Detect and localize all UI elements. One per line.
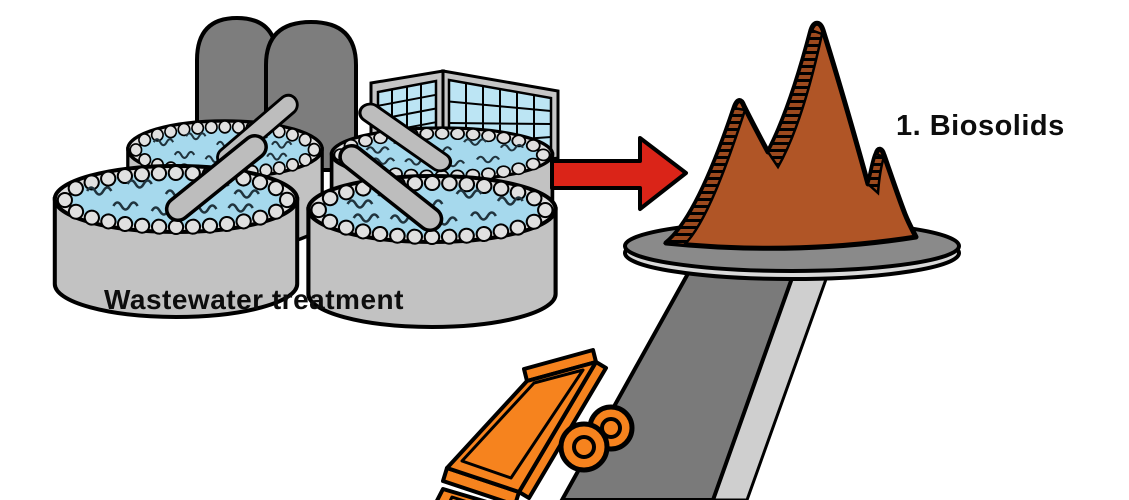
flow-arrow	[550, 136, 688, 211]
trailer-top	[445, 360, 598, 494]
truck-wheels	[558, 404, 635, 473]
trailer-rim	[460, 368, 585, 480]
dump-truck	[435, 348, 635, 500]
truck-cab	[435, 487, 488, 500]
pile-hatch-middle	[766, 28, 824, 170]
pile-hatch-right	[866, 152, 886, 196]
biosolids-label: 1. Biosolids	[896, 110, 1065, 142]
wastewater-treatment-label: Wastewater treatment	[104, 284, 404, 315]
arrow-right-icon	[550, 136, 688, 211]
biosolids-pile	[662, 20, 919, 251]
wheel-rear-hub	[600, 417, 622, 439]
wheel-front-hub	[572, 435, 596, 459]
pile-hatch-left	[662, 106, 747, 247]
